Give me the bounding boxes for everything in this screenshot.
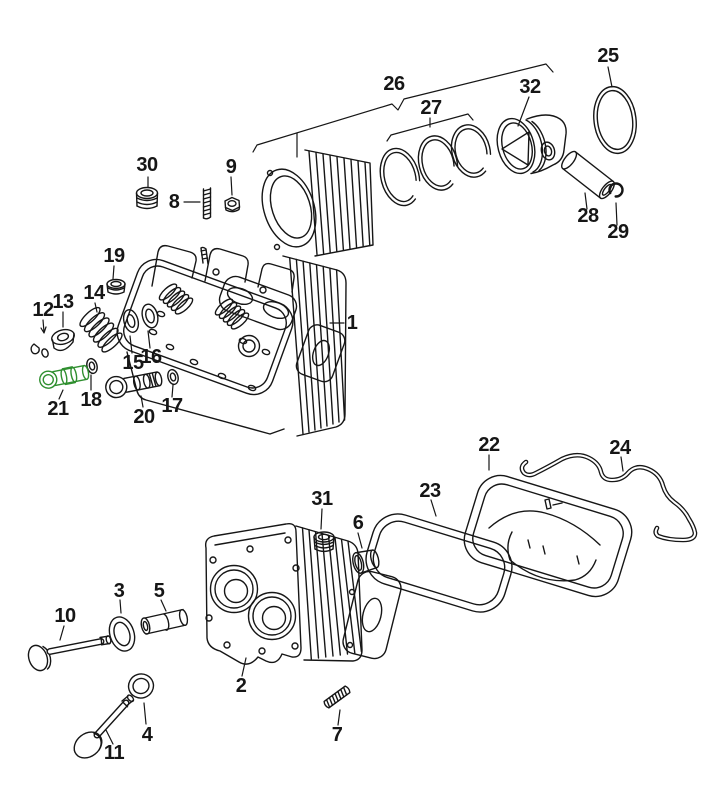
callout-27[interactable]: 27	[420, 97, 442, 119]
installed-spring-1	[158, 283, 194, 315]
callout-32[interactable]: 32	[519, 76, 541, 98]
leader-lines	[40, 63, 624, 745]
callout-31[interactable]: 31	[311, 488, 333, 510]
part-31-plug	[313, 531, 335, 553]
part-5-valve-guide	[140, 608, 189, 635]
callout-18[interactable]: 18	[80, 389, 102, 411]
callout-20[interactable]: 20	[133, 406, 155, 428]
callout-21[interactable]: 21	[47, 398, 69, 420]
part-30-cap	[135, 186, 159, 210]
part-11-valve	[73, 694, 135, 759]
part-23-cover-gasket	[365, 513, 513, 613]
callout-6[interactable]: 6	[352, 512, 364, 534]
part-22-valve-cover	[463, 474, 633, 598]
part-13-spring-retainer	[51, 328, 75, 352]
part-3-valve-seat	[108, 616, 136, 652]
part-9-nut	[224, 196, 241, 213]
callout-11[interactable]: 11	[103, 742, 125, 764]
callout-16[interactable]: 16	[140, 346, 162, 368]
part-20-bolt	[105, 371, 163, 399]
callout-8[interactable]: 8	[168, 191, 180, 213]
callout-17[interactable]: 17	[161, 395, 183, 417]
part-27-piston-rings	[379, 124, 492, 207]
callout-4[interactable]: 4	[141, 724, 153, 746]
callout-15[interactable]: 15	[122, 352, 144, 374]
callout-19[interactable]: 19	[103, 245, 125, 267]
callout-30[interactable]: 30	[136, 154, 158, 176]
callout-12[interactable]: 12	[32, 299, 54, 321]
installed-spring-2	[214, 298, 250, 330]
callout-29[interactable]: 29	[607, 221, 629, 243]
part-29-circlip	[608, 182, 624, 198]
part-6-bushing	[352, 549, 380, 574]
part-32-piston	[496, 114, 567, 175]
bracket-26	[252, 63, 554, 153]
part-19-cap-nut	[106, 278, 126, 295]
part-12-valve-keepers	[30, 343, 49, 358]
part-8-stud	[202, 187, 212, 220]
part-7-stud	[323, 685, 351, 709]
callout-25[interactable]: 25	[597, 45, 619, 67]
callout-26[interactable]: 26	[383, 73, 405, 95]
part-10-valve	[27, 635, 112, 672]
callout-24[interactable]: 24	[609, 437, 631, 459]
part-26-cylinder	[261, 149, 374, 257]
part-28-piston-pin	[561, 150, 615, 200]
part-18-seal-ring	[86, 357, 98, 375]
part-1-cylinder-head	[116, 244, 347, 437]
part-24-retaining-wire	[519, 452, 698, 543]
callout-22[interactable]: 22	[478, 434, 500, 456]
part-2-cylinder-head	[204, 522, 402, 665]
part-16-washer	[141, 303, 159, 329]
bracket-27	[386, 113, 474, 142]
part-4-valve-seat	[127, 673, 155, 699]
callout-9[interactable]: 9	[225, 156, 237, 178]
callout-23[interactable]: 23	[419, 480, 441, 502]
part-14-valve-spring	[79, 306, 123, 353]
callout-3[interactable]: 3	[113, 580, 125, 602]
part-25-gasket-ring	[593, 85, 637, 155]
callout-7[interactable]: 7	[331, 724, 343, 746]
callout-13[interactable]: 13	[52, 291, 74, 313]
callout-1[interactable]: 1	[346, 312, 358, 334]
part-21-bolt-highlighted	[39, 364, 90, 389]
part-15-washer	[122, 309, 140, 333]
callout-10[interactable]: 10	[54, 605, 76, 627]
part-17-washer	[167, 368, 179, 386]
callout-28[interactable]: 28	[577, 205, 599, 227]
callout-5[interactable]: 5	[153, 580, 165, 602]
callout-14[interactable]: 14	[83, 282, 105, 304]
callout-2[interactable]: 2	[235, 675, 247, 697]
